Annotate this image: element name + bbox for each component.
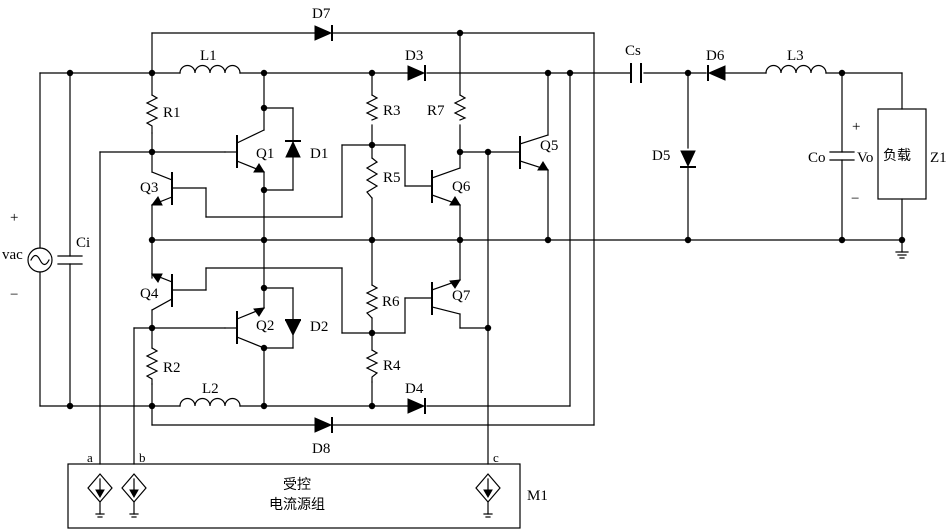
label-q5: Q5 [540,138,558,154]
current-source-icon [122,474,146,517]
module-title-line2: 电流源组 [269,497,325,513]
label-q3: Q3 [140,180,158,196]
label-lead-c: c [493,450,499,465]
label-plus-left: + [10,210,18,226]
ground-icon [896,252,908,258]
diode-d4 [408,398,425,414]
resistor-r1 [147,95,157,133]
diode-d1 [285,141,301,157]
label-m1: M1 [527,488,548,504]
capacitor-ci [58,256,82,264]
label-lead-a: a [87,450,93,465]
label-r7: R7 [427,103,445,119]
resistor-r2 [147,348,157,384]
label-r4: R4 [383,358,401,374]
resistor-r6 [367,285,377,318]
module-title-line1: 受控 [283,477,311,493]
label-minus-right: − [851,191,859,207]
label-r5: R5 [383,170,401,186]
label-d7: D7 [312,6,331,22]
inductor-l1 [180,66,240,74]
label-lead-b: b [139,450,146,465]
resistor-r3 [367,95,377,120]
label-l1: L1 [200,48,217,64]
label-q4: Q4 [140,286,159,302]
label-q6: Q6 [452,179,471,195]
label-load: 负载 [883,148,911,164]
label-vo: Vo [857,150,873,166]
capacitor-cs [631,63,641,83]
label-r2: R2 [163,360,181,376]
label-z1: Z1 [930,150,947,166]
diode-d6 [708,65,725,81]
diode-d7 [315,25,332,41]
wires [40,33,902,464]
label-d5: D5 [652,148,670,164]
current-source-icon [476,474,500,517]
current-source-icon [88,474,112,517]
label-d4: D4 [405,381,424,397]
current-source-module [68,464,520,528]
label-q7: Q7 [452,288,471,304]
label-d2: D2 [310,319,328,335]
label-plus-right: + [852,119,860,135]
label-vac: vac [2,247,23,263]
resistor-r7 [455,95,465,120]
label-r1: R1 [163,105,181,121]
label-q1: Q1 [256,146,274,162]
label-cs: Cs [625,43,641,59]
inductor-l3 [766,66,826,74]
label-d3: D3 [405,48,423,64]
label-co: Co [808,150,826,166]
ac-source-icon [28,248,52,272]
diode-d3 [408,65,425,81]
diode-d2 [285,320,301,335]
label-ci: Ci [76,235,90,251]
label-minus-left: − [10,287,18,303]
label-l3: L3 [787,48,804,64]
resistor-r5 [367,158,377,198]
label-q2: Q2 [256,318,274,334]
capacitor-co [830,152,854,160]
diode-d8 [315,417,332,433]
junction-dots [67,30,905,409]
label-d8: D8 [312,441,330,457]
label-d1: D1 [310,146,328,162]
label-r3: R3 [383,103,401,119]
inductor-l2 [180,399,240,407]
resistor-r4 [367,350,377,382]
label-l2: L2 [202,381,219,397]
label-r6: R6 [382,294,400,310]
label-d6: D6 [706,48,725,64]
diode-d5 [680,151,696,167]
